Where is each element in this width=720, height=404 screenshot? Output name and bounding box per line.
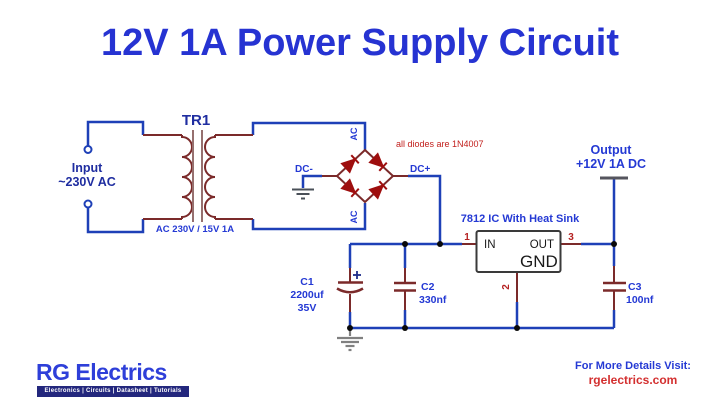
c1-value: 2200uf [290,289,324,301]
ground-icon [292,188,314,200]
diode-icon [368,180,388,200]
visit-label: For More Details Visit: [575,360,691,372]
capacitor-c2-icon [394,281,416,292]
diode-icon [340,154,360,174]
plus-icon [353,271,361,279]
bridge-ac-top-label: AC [349,127,359,140]
junction-dots [347,241,617,331]
regulator-pin3-number: 3 [568,232,574,243]
website-link[interactable]: rgelectrics.com [588,373,678,387]
capacitor-c1-icon [336,271,364,294]
regulator-ic: IN OUT GND [475,230,562,273]
input-terminal-icons [83,145,93,209]
bridge-rectifier-icon [335,148,395,204]
bridge-ac-bottom-label: AC [349,210,359,223]
c1-name: C1 [300,276,314,288]
c3-value: 100nf [626,294,654,306]
brand-tagline: Electronics | Circuits | Datasheet | Tut… [37,386,189,397]
input-label-line1: Input [72,161,103,175]
diode-icon [340,178,360,198]
footer-visit-block: For More Details Visit: rgelectrics.com [558,360,708,387]
bridge-dc-minus-label: DC- [295,164,313,175]
page-title: 12V 1A Power Supply Circuit [100,22,620,64]
brand-logo: RG Electrics [36,359,167,385]
transformer-name: TR1 [182,112,210,129]
input-label-line2: ~230V AC [58,175,116,189]
output-label-line2: +12V 1A DC [576,157,646,171]
regulator-pin2-number: 2 [501,284,512,290]
ground-icon [337,328,363,352]
regulator-pin-in-label: IN [484,239,496,251]
c2-name: C2 [421,281,435,293]
c3-name: C3 [628,281,642,293]
transformer-rating: AC 230V / 15V 1A [156,224,234,235]
diode-icon [368,152,388,172]
bridge-dc-plus-label: DC+ [410,164,430,175]
regulator-pin-out-label: OUT [530,239,554,251]
regulator-title: 7812 IC With Heat Sink [461,213,580,225]
wires-maroon [143,134,615,312]
transformer-icon [181,130,216,222]
output-label-line1: Output [591,143,633,157]
regulator-gnd-label: GND [520,252,558,271]
c2-value: 330nf [419,294,447,306]
wires-blue [86,120,616,330]
regulator-pin1-number: 1 [464,232,470,243]
c1-voltage: 35V [298,302,317,314]
capacitor-c3-icon [603,281,626,292]
diode-note: all diodes are 1N4007 [396,139,484,149]
